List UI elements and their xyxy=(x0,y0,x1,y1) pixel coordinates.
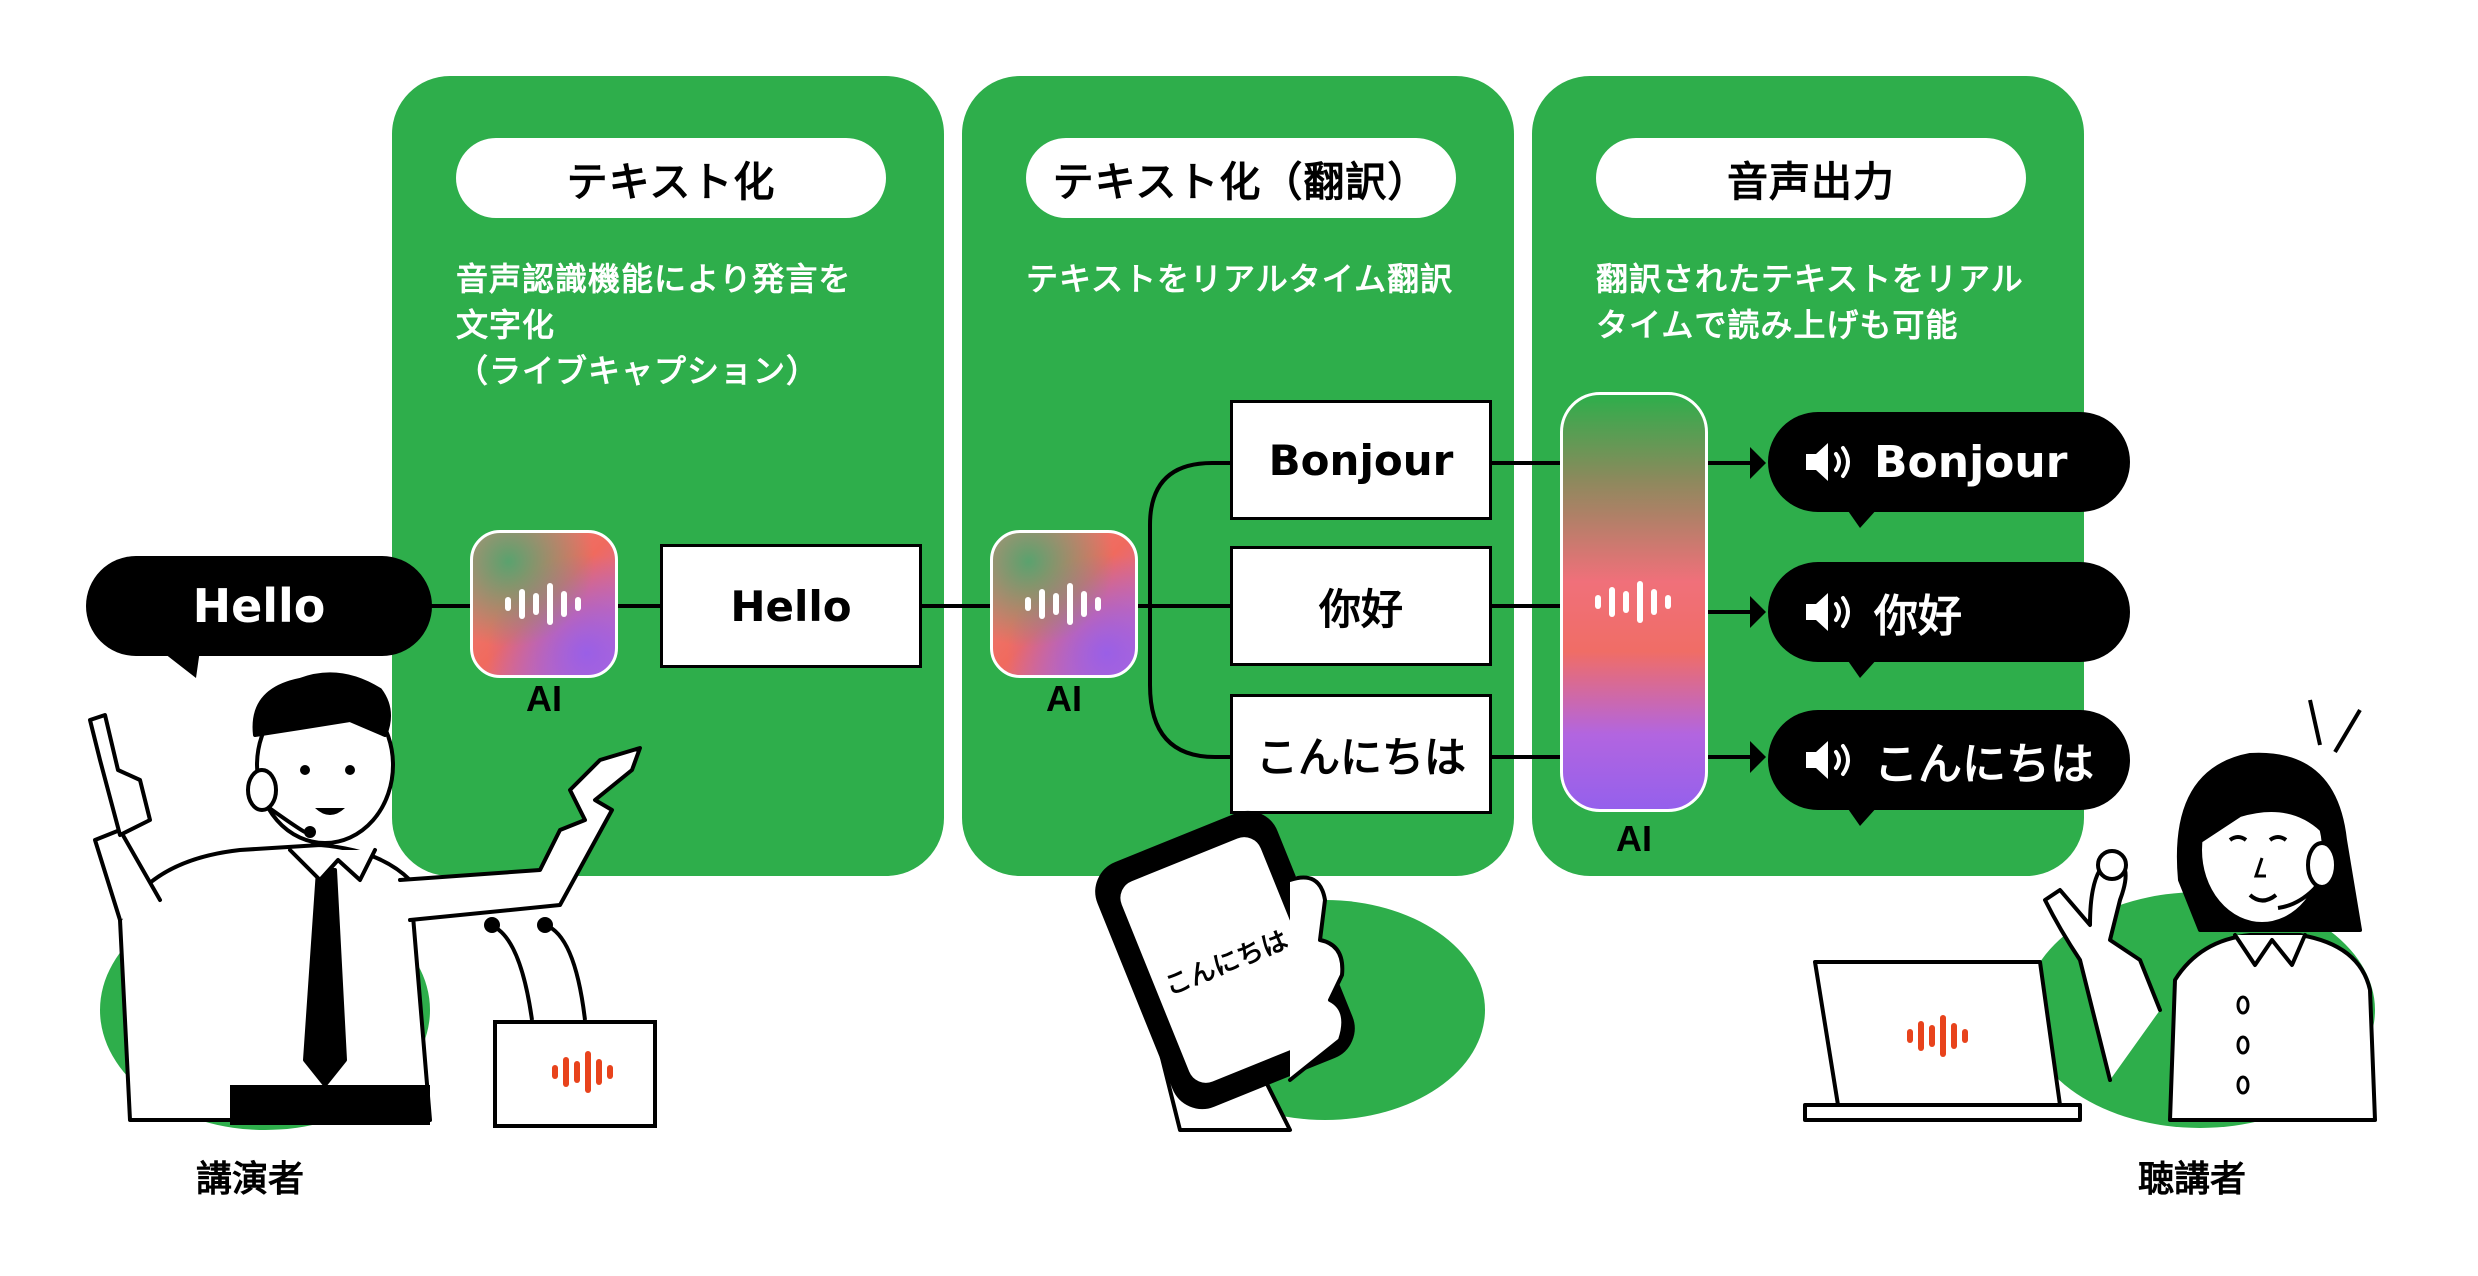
listener-label: 聴講者 xyxy=(2138,1159,2247,1200)
voice-output-text: Bonjour xyxy=(1874,436,2068,488)
speaker-speech-text: Hello xyxy=(192,579,326,633)
ai-label-2: AI xyxy=(1046,678,1082,719)
panel-title-voice-output: 音声出力 xyxy=(1596,138,2026,218)
ai-chip-translation xyxy=(990,530,1138,678)
voice-output-text: 你好 xyxy=(1874,591,1962,642)
ai-waveform-icon xyxy=(505,583,581,625)
transcribed-text-box: Hello xyxy=(660,544,922,668)
speaker-icon xyxy=(1806,443,1850,481)
ai-voice-synthesis-pillar xyxy=(1560,392,1708,812)
ai-label-3: AI xyxy=(1616,818,1652,859)
panel-desc-translation: テキストをリアルタイム翻訳 xyxy=(1026,260,1454,298)
panel-desc-transcription: 音声認識機能により発言を 文字化 （ライブキャプション） xyxy=(456,260,852,390)
speaker-icon xyxy=(1806,593,1850,631)
ai-chip-transcription xyxy=(470,530,618,678)
voice-output-text: こんにちは xyxy=(1874,739,2094,790)
arrow-right-icon xyxy=(1750,741,1766,773)
translation-box-chinese: 你好 xyxy=(1230,546,1492,666)
laptop-logo-icon xyxy=(1907,1015,1968,1057)
ai-waveform-icon xyxy=(1595,581,1671,623)
panel-title-translation: テキスト化（翻訳） xyxy=(1026,138,1456,218)
translation-box-french: Bonjour xyxy=(1230,400,1492,520)
voice-output-french: Bonjour xyxy=(1768,412,2130,512)
speaker-icon xyxy=(1806,741,1850,779)
translation-box-japanese: こんにちは xyxy=(1230,694,1492,814)
panel-title-transcription: テキスト化 xyxy=(456,138,886,218)
voice-output-chinese: 你好 xyxy=(1768,562,2130,662)
ai-waveform-icon xyxy=(1025,583,1101,625)
podium-logo-icon xyxy=(552,1051,613,1093)
arrow-right-icon xyxy=(1750,447,1766,479)
panel-desc-voice-output: 翻訳されたテキストをリアル タイムで読み上げも可能 xyxy=(1596,260,2024,344)
speaker-speech-bubble: Hello xyxy=(86,556,432,656)
voice-output-japanese: こんにちは xyxy=(1768,710,2130,810)
arrow-right-icon xyxy=(1750,596,1766,628)
speaker-label: 講演者 xyxy=(196,1159,305,1200)
ai-label-1: AI xyxy=(526,678,562,719)
